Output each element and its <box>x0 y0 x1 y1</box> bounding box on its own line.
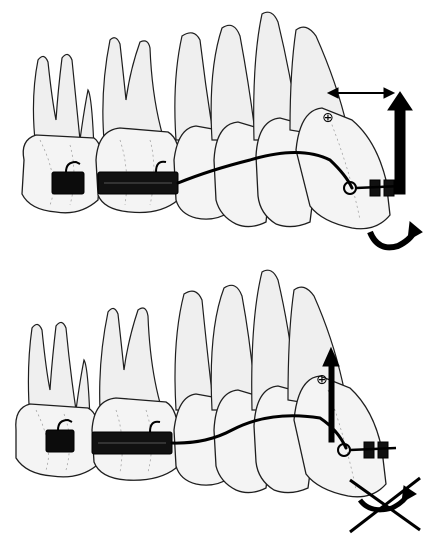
intrusion-up-arrow-icon <box>388 92 412 194</box>
bottom-center-of-resistance-icon: ⊕ <box>316 372 328 388</box>
horizontal-double-arrow-icon <box>328 88 394 98</box>
top-molar-tube <box>52 172 84 194</box>
bottom-panel: ⊕ <box>16 270 420 532</box>
rotation-arrow-icon <box>370 222 422 247</box>
bottom-molar-tube <box>46 430 74 452</box>
top-incisor-bracket-2 <box>384 180 394 196</box>
crossed-out-rotation-icon <box>350 478 420 532</box>
top-panel: ⊕ <box>22 12 422 247</box>
bottom-molar <box>16 322 99 476</box>
top-center-of-resistance-icon: ⊕ <box>322 110 334 126</box>
bottom-incisor-bracket-2 <box>378 442 388 458</box>
